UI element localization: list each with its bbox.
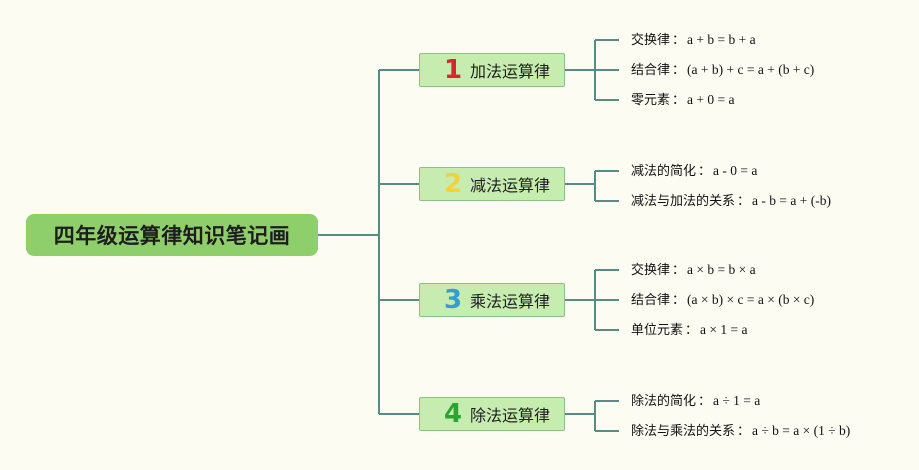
leaf-formula: a - b = a + (-b) — [752, 193, 831, 208]
branch-subtraction: 2 减法运算律 — [419, 167, 565, 201]
branch-multiplication: 3 乘法运算律 — [419, 283, 565, 317]
leaf-name: 结合律 — [631, 63, 671, 78]
leaf-formula: a - 0 = a — [713, 163, 758, 178]
leaf-separator: ： — [672, 93, 686, 108]
branch-number-4: 4 — [443, 399, 463, 429]
leaf-name: 单位元素 — [631, 323, 684, 338]
leaf-separator: ： — [672, 63, 686, 78]
leaf-formula: a × b = b × a — [687, 262, 756, 277]
branch-addition: 1 加法运算律 — [419, 53, 565, 87]
branch-label: 乘法运算律 — [470, 292, 551, 311]
leaf-formula: a ÷ 1 = a — [713, 393, 761, 408]
leaf-separator: ： — [672, 263, 686, 278]
leaf-separator: ： — [737, 424, 751, 439]
leaf-name: 交换律 — [631, 33, 671, 48]
leaf-connector-1 — [565, 39, 619, 101]
branch-number-1: 1 — [443, 55, 463, 85]
branch-label: 减法运算律 — [470, 176, 551, 195]
branch-division: 4 除法运算律 — [419, 397, 565, 431]
leaf-name: 减法的简化 — [631, 164, 697, 179]
root-title: 四年级运算律知识笔记画 — [53, 224, 291, 248]
leaf-name: 减法与加法的关系 — [631, 194, 736, 209]
leaf-name: 交换律 — [631, 263, 671, 278]
leaf-item: 零元素：a + 0 = a — [631, 92, 735, 109]
branch-label: 除法运算律 — [470, 406, 551, 425]
leaf-separator: ： — [698, 394, 712, 409]
leaf-item: 单位元素：a × 1 = a — [631, 322, 748, 339]
leaf-formula: (a × b) × c = a × (b × c) — [687, 292, 815, 307]
leaf-item: 减法与加法的关系：a - b = a + (-b) — [631, 193, 831, 210]
leaf-formula: a ÷ b = a × (1 ÷ b) — [752, 423, 851, 438]
leaf-connector-4 — [565, 400, 619, 432]
leaf-separator: ： — [737, 194, 751, 209]
leaf-connector-3 — [565, 269, 619, 331]
leaf-name: 结合律 — [631, 293, 671, 308]
root-node: 四年级运算律知识笔记画 — [26, 214, 318, 256]
leaf-item: 结合律：(a + b) + c = a + (b + c) — [631, 62, 814, 79]
leaf-separator: ： — [685, 323, 699, 338]
leaf-name: 零元素 — [631, 93, 671, 108]
leaf-formula: (a + b) + c = a + (b + c) — [687, 62, 815, 77]
leaf-formula: a × 1 = a — [700, 322, 748, 337]
leaf-item: 除法与乘法的关系：a ÷ b = a × (1 ÷ b) — [631, 423, 850, 440]
leaf-separator: ： — [672, 293, 686, 308]
leaf-item: 结合律：(a × b) × c = a × (b × c) — [631, 292, 814, 309]
leaf-item: 交换律：a × b = b × a — [631, 262, 756, 279]
leaf-formula: a + 0 = a — [687, 92, 735, 107]
branch-number-3: 3 — [443, 285, 463, 315]
branch-label: 加法运算律 — [470, 62, 551, 81]
branch-number-2: 2 — [443, 169, 463, 199]
leaf-separator: ： — [698, 164, 712, 179]
leaf-item: 交换律：a + b = b + a — [631, 32, 756, 49]
leaf-separator: ： — [672, 33, 686, 48]
leaf-name: 除法的简化 — [631, 394, 697, 409]
leaf-item: 除法的简化：a ÷ 1 = a — [631, 393, 760, 410]
leaf-connector-2 — [565, 170, 619, 202]
leaf-name: 除法与乘法的关系 — [631, 424, 736, 439]
leaf-item: 减法的简化：a - 0 = a — [631, 163, 757, 180]
leaf-formula: a + b = b + a — [687, 32, 756, 47]
